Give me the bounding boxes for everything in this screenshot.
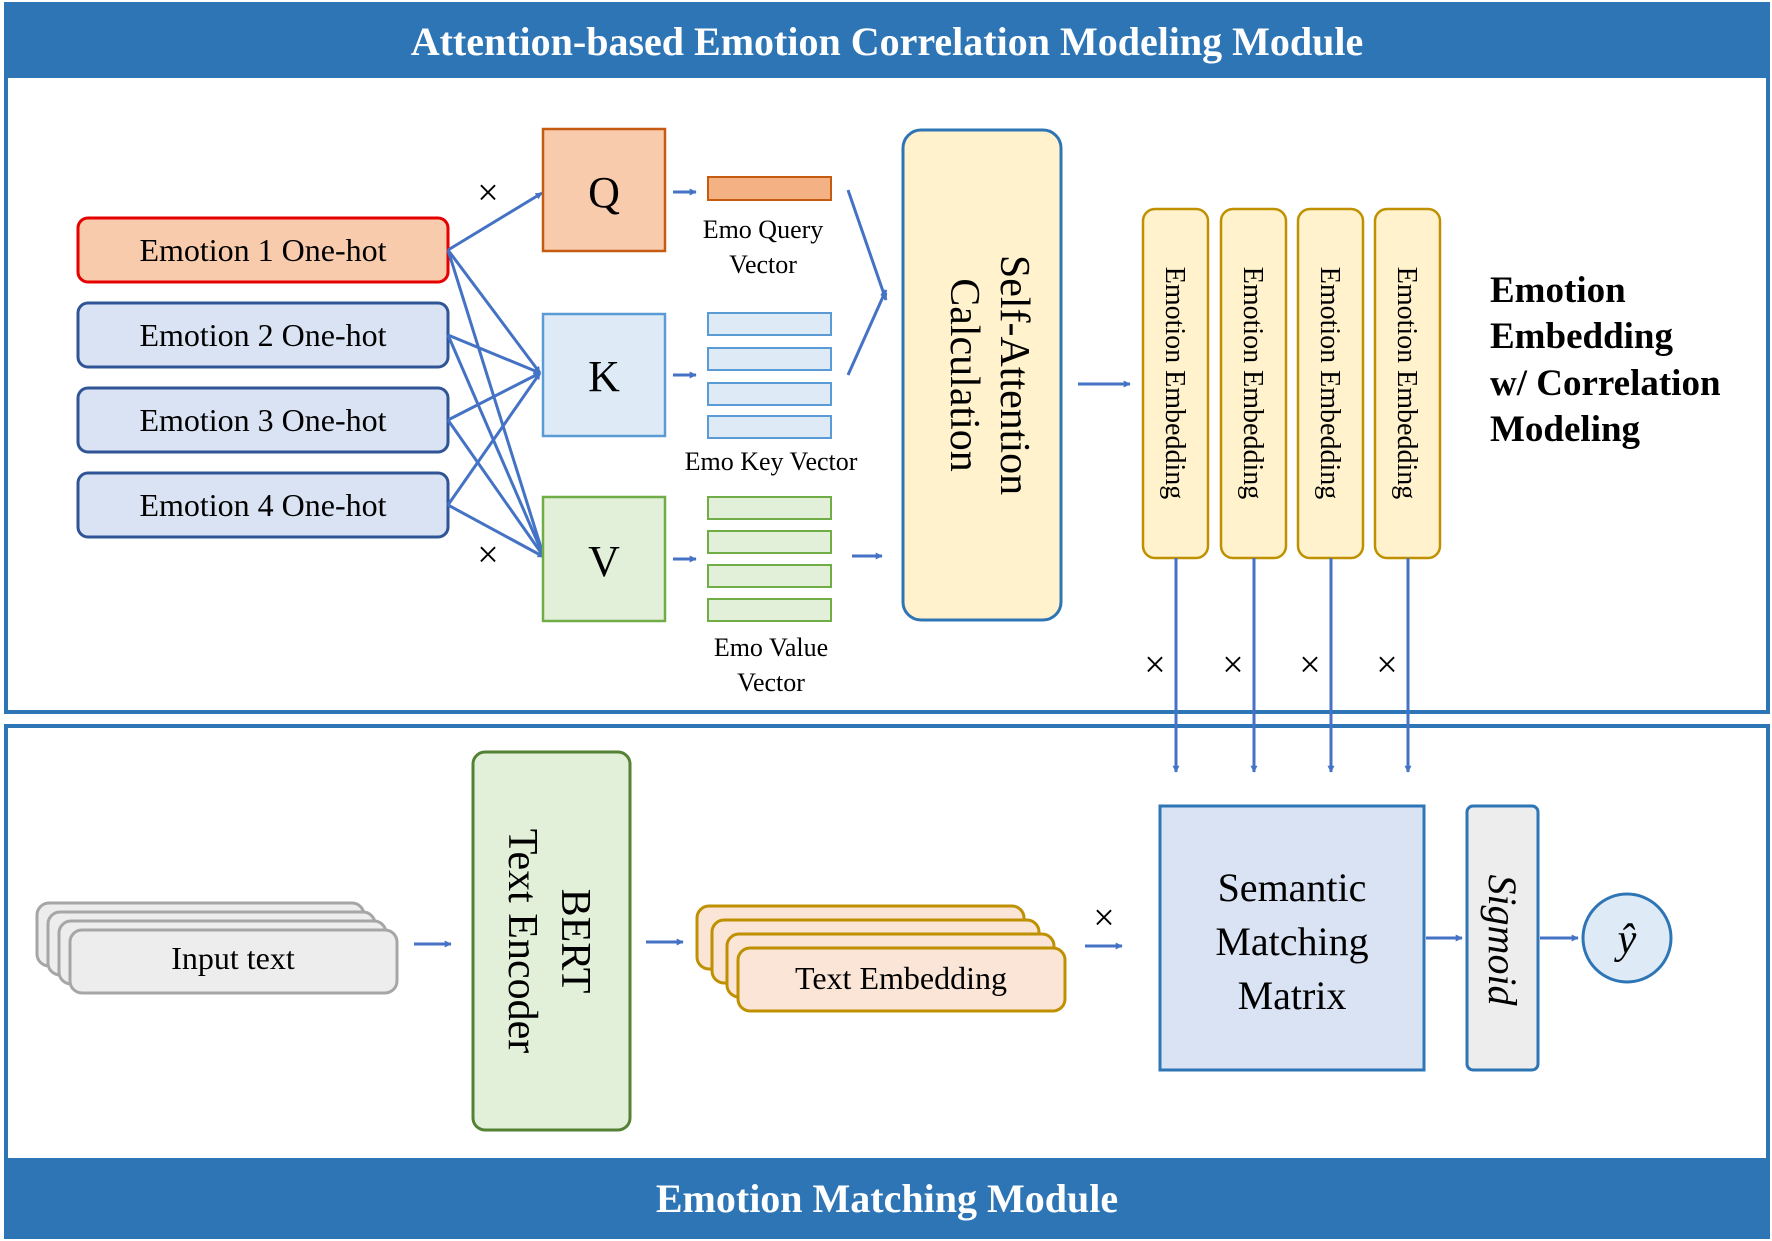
emotion-onehot-3: Emotion 3 One-hot [76, 386, 450, 454]
embedding-caption-line-1: Emotion [1490, 270, 1626, 311]
top-module-banner [6, 4, 1768, 78]
embedding-multiply-3: × [1299, 644, 1320, 686]
embedding-caption: Emotion Embedding w/ Correlation Modelin… [1490, 270, 1721, 450]
q-box: Q [541, 127, 667, 253]
embedding-multiply-1: × [1144, 644, 1165, 686]
self-attention-block: Self-Attention Calculation [901, 128, 1063, 622]
emotion-onehot-3-label: Emotion 3 One-hot [139, 402, 386, 438]
bottom-module-banner [6, 1158, 1768, 1237]
v-label: V [588, 537, 620, 586]
bottom-module-title: Emotion Matching Module [656, 1176, 1118, 1221]
text-embedding-stack: Text Embedding [695, 904, 1067, 1013]
emotion-onehot-2: Emotion 2 One-hot [76, 301, 450, 369]
multiply-sign-v: × [477, 534, 498, 576]
emotion-onehot-4-label: Emotion 4 One-hot [139, 487, 386, 523]
emo-query-vector-label-2: Vector [729, 250, 797, 279]
emo-query-vector-label-1: Emo Query [703, 215, 824, 244]
sigmoid-label: Sigmoid [1480, 874, 1525, 1006]
embedding-multiply-4: × [1376, 644, 1397, 686]
embedding-multiply-signs: × × × × [1144, 644, 1397, 686]
top-module-title: Attention-based Emotion Correlation Mode… [411, 19, 1364, 64]
emo-value-vector-label-1: Emo Value [714, 633, 828, 662]
emotion-embedding-1: Emotion Embedding [1141, 207, 1210, 560]
emotion-embedding-1-label: Emotion Embedding [1159, 267, 1190, 500]
multiply-sign-q: × [477, 172, 498, 214]
embedding-multiply-2: × [1222, 644, 1243, 686]
emo-query-vector [707, 176, 832, 201]
k-box: K [541, 312, 667, 438]
emotion-embedding-2: Emotion Embedding [1219, 207, 1288, 560]
emotion-onehot-1-label: Emotion 1 One-hot [139, 232, 386, 268]
bert-label-1: BERT [552, 889, 598, 994]
emotion-embedding-4-label: Emotion Embedding [1391, 267, 1422, 500]
sigmoid-block: Sigmoid [1465, 804, 1540, 1072]
input-text-stack: Input text [35, 901, 399, 995]
matching-matrix-label-3: Matrix [1238, 973, 1347, 1018]
q-label: Q [588, 168, 620, 217]
matching-matrix-label-1: Semantic [1218, 865, 1367, 910]
embedding-caption-line-4: Modeling [1490, 409, 1641, 450]
emo-key-vector [707, 312, 832, 439]
bert-encoder-block: BERT Text Encoder [471, 750, 632, 1132]
emotion-onehot-4: Emotion 4 One-hot [76, 471, 450, 539]
embedding-to-matrix-arrows [1172, 558, 1412, 773]
self-attention-label-2: Calculation [941, 278, 987, 472]
embedding-caption-line-3: w/ Correlation [1490, 363, 1721, 404]
input-text-label: Input text [171, 940, 295, 976]
emotion-embedding-2-label: Emotion Embedding [1237, 267, 1268, 500]
output-label: ŷ [1614, 917, 1637, 963]
emo-value-vector [707, 496, 832, 622]
emotion-onehot-1: Emotion 1 One-hot [76, 216, 450, 284]
emo-key-vector-label: Emo Key Vector [685, 447, 858, 476]
emotion-onehot-2-label: Emotion 2 One-hot [139, 317, 386, 353]
text-embedding-multiply: × [1093, 897, 1114, 939]
emotion-embedding-3-label: Emotion Embedding [1314, 267, 1345, 500]
qkv-to-vector-arrows [673, 188, 697, 563]
self-attention-label-1: Self-Attention [991, 255, 1037, 495]
semantic-matching-matrix: Semantic Matching Matrix [1158, 804, 1426, 1072]
emo-value-vector-label-2: Vector [737, 668, 805, 697]
emotion-embedding-3: Emotion Embedding [1296, 207, 1365, 560]
emotion-embedding-4: Emotion Embedding [1373, 207, 1442, 560]
text-embedding-label: Text Embedding [795, 960, 1007, 996]
embedding-caption-line-2: Embedding [1490, 316, 1674, 357]
vectors-to-attention-arrows [846, 189, 888, 560]
bert-label-2: Text Encoder [499, 829, 545, 1053]
matching-matrix-label-2: Matching [1215, 919, 1368, 964]
output-node: ŷ [1581, 892, 1673, 984]
k-label: K [588, 352, 620, 401]
v-box: V [541, 495, 667, 623]
emotion-to-qkv-arrows [446, 191, 546, 559]
